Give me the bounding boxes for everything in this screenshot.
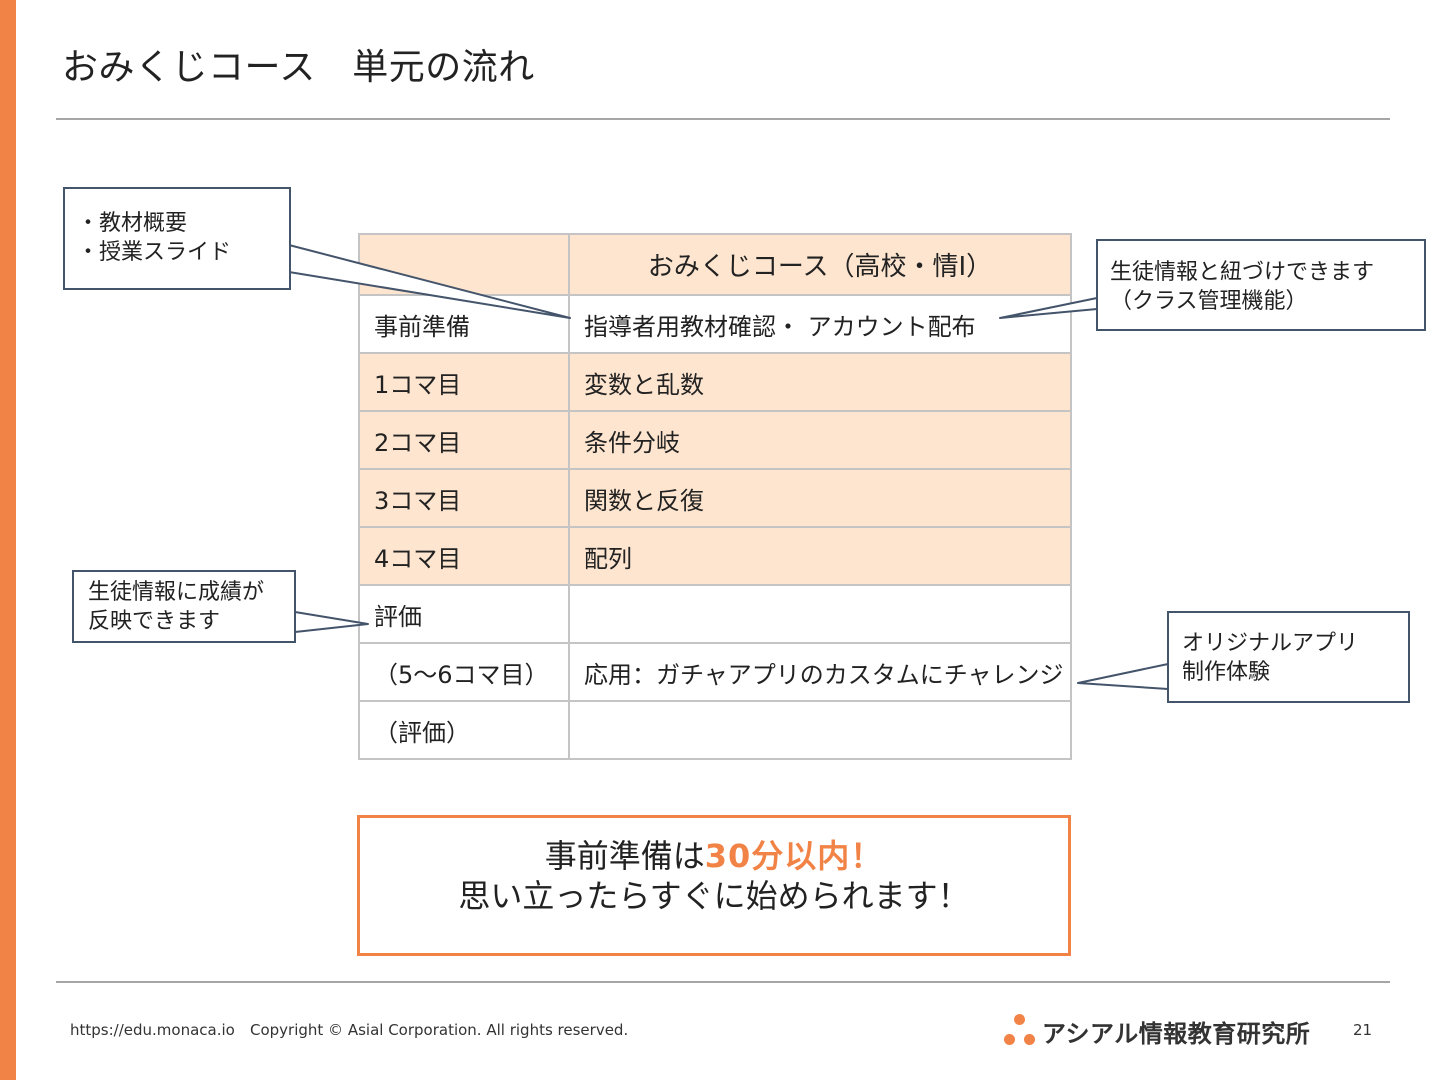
- table-row: 3コマ目 関数と反復: [358, 468, 1072, 528]
- row-label: 事前準備: [358, 294, 570, 354]
- row-label: （評価）: [358, 700, 570, 760]
- footer-divider: [56, 981, 1390, 983]
- prep-time-note: 事前準備は30分以内！ 思い立ったらすぐに始められます！: [357, 815, 1071, 956]
- footer-url: https://edu.monaca.io: [70, 1021, 235, 1039]
- row-label: （5～6コマ目）: [358, 642, 570, 702]
- original-app-callout: オリジナルアプリ 制作体験: [1167, 611, 1410, 703]
- header-cell-empty: [358, 233, 570, 296]
- row-label: 4コマ目: [358, 526, 570, 586]
- callout-line: 反映できます: [88, 609, 221, 634]
- table-row: 事前準備 指導者用教材確認・ アカウント配布: [358, 294, 1072, 354]
- title-divider: [56, 118, 1390, 120]
- row-label: 2コマ目: [358, 410, 570, 470]
- row-label: 1コマ目: [358, 352, 570, 412]
- note-line-2: 思い立ったらすぐに始められます！: [458, 877, 970, 915]
- table-row: 1コマ目 変数と乱数: [358, 352, 1072, 412]
- page-number: 21: [1353, 1021, 1373, 1039]
- callout-line: 生徒情報に成績が: [88, 580, 265, 605]
- slide-title: おみくじコース 単元の流れ: [62, 47, 535, 88]
- row-content: 関数と反復: [568, 468, 1072, 528]
- row-content: 指導者用教材確認・ アカウント配布: [568, 294, 1072, 354]
- callout-line: （クラス管理機能）: [1110, 289, 1308, 314]
- table-row: 2コマ目 条件分岐: [358, 410, 1072, 470]
- row-content: [568, 584, 1072, 644]
- course-flow-table: おみくじコース（高校・情Ⅰ） 事前準備 指導者用教材確認・ アカウント配布 1コ…: [358, 233, 1072, 760]
- table-row: （評価）: [358, 700, 1072, 760]
- row-content: [568, 700, 1072, 760]
- table-row: （5～6コマ目） 応用：ガチャアプリのカスタムにチャレンジ: [358, 642, 1072, 702]
- callout-line: 制作体験: [1182, 660, 1271, 685]
- materials-callout: ・教材概要 ・授業スライド: [63, 187, 291, 290]
- note-line-1: 事前準備は30分以内！: [360, 836, 1068, 876]
- logo-dots-icon: [1002, 1012, 1038, 1048]
- table-header-row: おみくじコース（高校・情Ⅰ）: [358, 233, 1072, 296]
- row-label: 評価: [358, 584, 570, 644]
- callout-line: オリジナルアプリ: [1182, 631, 1359, 656]
- note-highlight: 30分以内！: [704, 837, 884, 875]
- row-label: 3コマ目: [358, 468, 570, 528]
- header-cell-course: おみくじコース（高校・情Ⅰ）: [568, 233, 1072, 296]
- row-content: 変数と乱数: [568, 352, 1072, 412]
- callout-line: ・授業スライド: [77, 240, 232, 265]
- note-prefix: 事前準備は: [544, 837, 705, 875]
- row-content: 条件分岐: [568, 410, 1072, 470]
- table-row: 評価: [358, 584, 1072, 644]
- accent-bar: [0, 0, 16, 1080]
- row-content: 配列: [568, 526, 1072, 586]
- logo-text: アシアル情報教育研究所: [1042, 1020, 1311, 1048]
- callout-line: ・教材概要: [77, 211, 188, 236]
- footer-copyright: Copyright © Asial Corporation. All right…: [250, 1021, 629, 1039]
- row-content: 応用：ガチャアプリのカスタムにチャレンジ: [568, 642, 1072, 702]
- app-callout-pointer: [1077, 663, 1169, 690]
- table-row: 4コマ目 配列: [358, 526, 1072, 586]
- asial-logo: アシアル情報教育研究所: [1002, 1012, 1322, 1048]
- grades-callout: 生徒情報に成績が 反映できます: [72, 570, 296, 643]
- class-link-callout: 生徒情報と紐づけできます （クラス管理機能）: [1096, 239, 1426, 331]
- callout-line: 生徒情報と紐づけできます: [1110, 260, 1375, 285]
